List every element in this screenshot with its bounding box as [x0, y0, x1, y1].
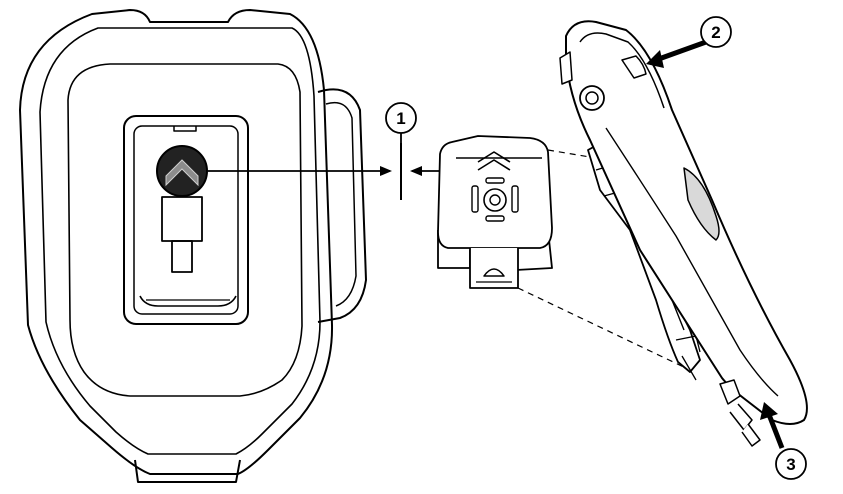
- callout-2-label: 2: [711, 23, 720, 42]
- callout-3-arrow: [765, 411, 785, 449]
- side-grip: [317, 88, 367, 323]
- callout-3-arrowhead: [760, 402, 778, 420]
- latch-slider: [161, 196, 203, 242]
- side-grip-texture: [683, 167, 720, 241]
- callout-1-label: 1: [396, 109, 405, 128]
- side-housing: [565, 20, 808, 425]
- clip-lower-tab: [469, 248, 519, 289]
- callout-2-arrow: [655, 39, 707, 63]
- device-side-view: [559, 20, 808, 447]
- latch-stem: [171, 240, 193, 273]
- chevron-up-icon: [165, 159, 199, 187]
- release-button: [156, 145, 208, 197]
- callout-3: 3: [775, 448, 807, 480]
- callout-2-arrowhead: [646, 50, 664, 68]
- callout-arrows: [655, 39, 785, 449]
- device-back-view: [19, 9, 367, 483]
- callout-3-label: 3: [786, 455, 795, 474]
- clip-mount-recess: [123, 115, 249, 325]
- clip-chevron-icon: [477, 151, 511, 163]
- callout-1: 1: [385, 102, 417, 134]
- projection-lines: [517, 149, 691, 371]
- belt-clip: [437, 135, 553, 289]
- device-back-panel: [67, 63, 303, 397]
- callout-2: 2: [700, 16, 732, 48]
- device-outer-housing: [19, 9, 334, 475]
